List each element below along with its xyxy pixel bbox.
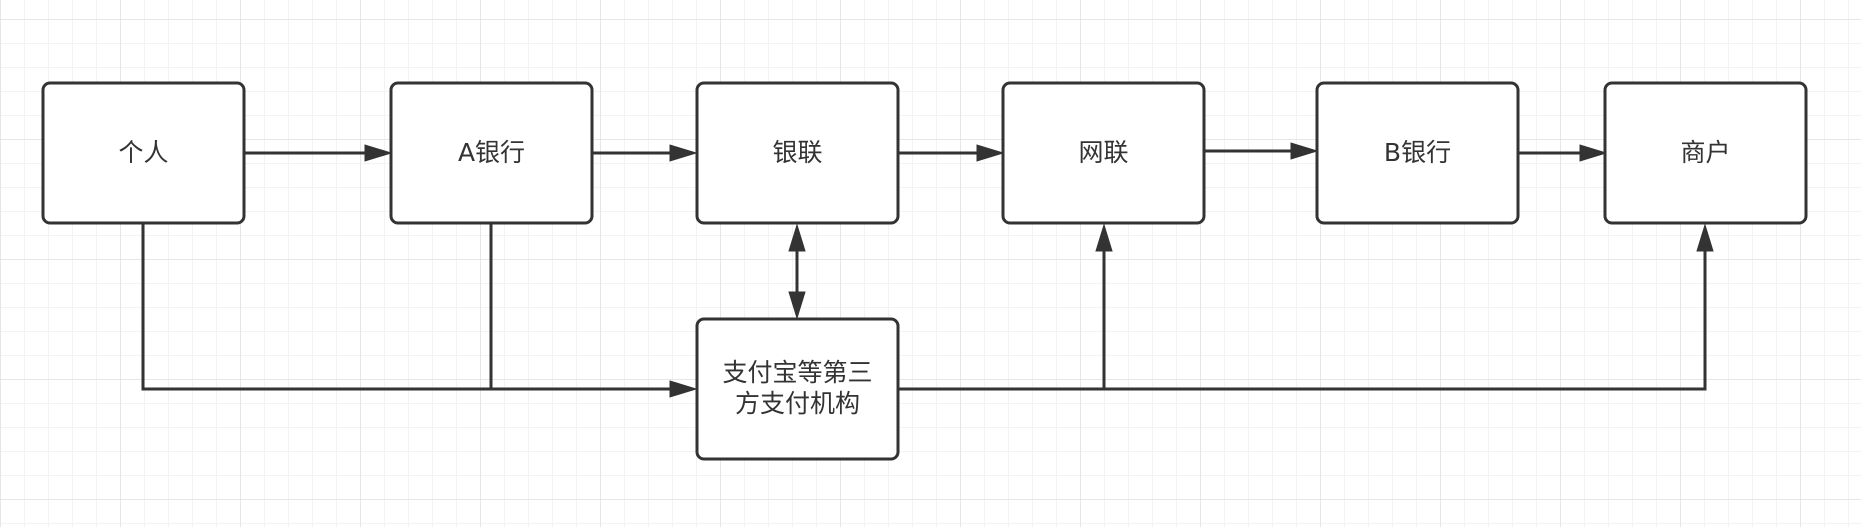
node-bank-b-box <box>1315 81 1520 225</box>
arrowhead-bank-a <box>364 144 393 162</box>
node-third-party: 支付宝等第三 方支付机构 <box>695 317 900 461</box>
node-netsunion-box <box>1001 81 1206 225</box>
node-third-party-label-line2: 方支付机构 <box>735 389 860 418</box>
node-person: 个人 <box>41 81 246 225</box>
node-bank-b-label: B银行 <box>1384 138 1451 167</box>
arrowhead-up-netsunion <box>1095 223 1113 252</box>
node-netsunion: 网联 <box>1001 81 1206 225</box>
node-merchant-label: 商户 <box>1680 138 1730 167</box>
arrowhead-netsunion <box>976 144 1005 162</box>
edge-person-to-third-party <box>141 224 670 391</box>
edge-third-party-to-merchant <box>898 251 1707 391</box>
node-unionpay-box <box>695 81 900 225</box>
node-unionpay-label: 银联 <box>772 138 822 167</box>
arrowhead-down-third-party <box>788 291 806 320</box>
node-bank-a-box <box>389 81 594 225</box>
arrowhead-merchant <box>1579 144 1608 162</box>
connectors <box>141 142 1714 398</box>
arrowhead-up-unionpay <box>788 223 806 252</box>
node-bank-a: A银行 <box>389 81 594 225</box>
arrowhead-bank-b <box>1290 142 1319 160</box>
node-third-party-label-line1: 支付宝等第三 <box>722 358 872 387</box>
node-third-party-box <box>695 317 900 461</box>
arrowhead-up-merchant <box>1696 223 1714 252</box>
node-merchant-box <box>1603 81 1808 225</box>
node-bank-b: B银行 <box>1315 81 1520 225</box>
node-netsunion-label: 网联 <box>1078 138 1128 167</box>
arrowhead-unionpay <box>669 144 698 162</box>
node-unionpay: 银联 <box>695 81 900 225</box>
node-bank-a-label: A银行 <box>458 138 525 167</box>
node-merchant: 商户 <box>1603 81 1808 225</box>
arrowhead-third-party <box>669 380 698 398</box>
node-person-box <box>41 81 246 225</box>
node-person-label: 个人 <box>118 138 168 167</box>
